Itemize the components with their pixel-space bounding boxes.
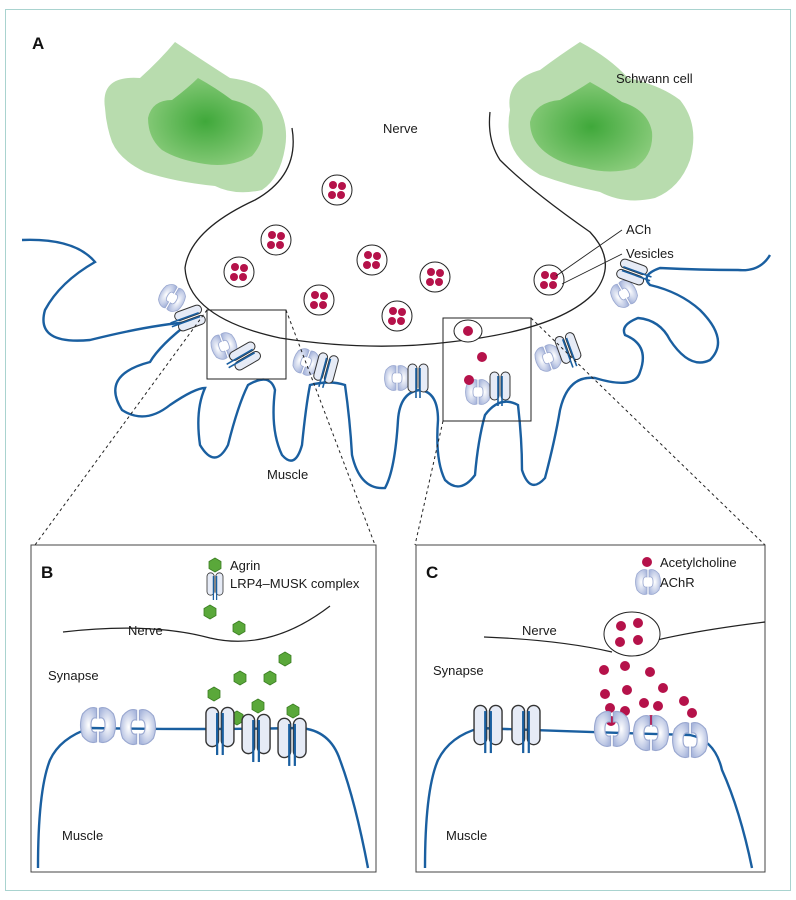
- label-vesicles: Vesicles: [626, 246, 674, 261]
- achr-receptor: [384, 365, 410, 391]
- muscle-membrane-b: [36, 726, 370, 869]
- label-synapse-c: Synapse: [433, 663, 484, 678]
- ach-dot: [463, 326, 473, 336]
- muscle-membrane: [21, 238, 772, 490]
- vesicle: [533, 264, 565, 296]
- legend-achr: AChR: [660, 575, 695, 590]
- label-muscle: Muscle: [267, 467, 308, 482]
- acetylcholine-dot-icon: [642, 557, 652, 567]
- ach-dot: [633, 618, 643, 628]
- ach-dot: [464, 375, 474, 385]
- achr-receptor: [119, 708, 157, 746]
- panel-c-frame: [415, 544, 766, 873]
- vesicle: [321, 174, 353, 206]
- vesicle: [381, 300, 413, 332]
- ach-dot: [645, 667, 655, 677]
- label-nerve: Nerve: [383, 121, 418, 136]
- lrp4-musk-complex: [221, 339, 263, 376]
- vesicle: [303, 284, 335, 316]
- nerve-membrane-c-left: [483, 636, 613, 653]
- panel-c-letter: C: [426, 563, 438, 582]
- panel-b-letter: B: [41, 563, 53, 582]
- agrin: [232, 620, 246, 636]
- agrin: [286, 703, 300, 719]
- panel-a-letter: A: [32, 34, 44, 53]
- zoom-line: [34, 309, 208, 546]
- label-schwann-cell: Schwann cell: [616, 71, 693, 86]
- schwann-cell-right-nucleus: [530, 82, 653, 172]
- ach-dot: [687, 708, 697, 718]
- ach-dot: [616, 621, 626, 631]
- achr-receptor: [79, 706, 117, 744]
- muscle-membrane-c: [423, 726, 754, 869]
- ach-leader-line: [555, 229, 623, 277]
- lrp4-musk-complex: [240, 713, 272, 764]
- lrp4-musk-complex-icon: [206, 572, 224, 601]
- label-synapse-b: Synapse: [48, 668, 99, 683]
- vesicles-leader-line: [561, 253, 623, 285]
- nerve-membrane-c-right: [656, 621, 766, 641]
- label-nerve-c: Nerve: [522, 623, 557, 638]
- achr-receptor-icon: [635, 569, 661, 595]
- ach-dot: [600, 689, 610, 699]
- ach-dot: [679, 696, 689, 706]
- ach-dot: [477, 352, 487, 362]
- schwann-cell-left-nucleus: [148, 78, 263, 165]
- vesicle: [260, 224, 292, 256]
- zoom-line: [530, 317, 766, 546]
- nerve-membrane-b: [62, 605, 331, 642]
- legend-lrp4-musk: LRP4–MUSK complex: [230, 576, 360, 591]
- ach-dot: [653, 701, 663, 711]
- ach-dot: [615, 637, 625, 647]
- label-muscle-b: Muscle: [62, 828, 103, 843]
- legend-acetylcholine: Acetylcholine: [660, 555, 737, 570]
- label-nerve-b: Nerve: [128, 623, 163, 638]
- zoom-line: [414, 420, 444, 546]
- agrin: [263, 670, 277, 686]
- ach-dot: [620, 661, 630, 671]
- agrin: [251, 698, 265, 714]
- agrin-hexagon-icon: [208, 557, 222, 573]
- ach-dot: [599, 665, 609, 675]
- lrp4-musk-complex: [276, 717, 308, 768]
- nerve-terminal-outline: [184, 111, 607, 347]
- lrp4-musk-complex: [204, 706, 236, 757]
- legend-agrin: Agrin: [230, 558, 260, 573]
- agrin: [207, 686, 221, 702]
- figure-frame: [5, 9, 791, 891]
- agrin: [203, 604, 217, 620]
- ach-dot: [622, 685, 632, 695]
- achr-receptor: [671, 721, 709, 759]
- vesicle: [223, 256, 255, 288]
- panel-b-frame: [30, 544, 377, 873]
- ach-dot: [658, 683, 668, 693]
- agrin: [278, 651, 292, 667]
- ach-dot: [633, 635, 643, 645]
- label-ach: ACh: [626, 222, 651, 237]
- vesicle: [419, 261, 451, 293]
- ach-dot: [639, 698, 649, 708]
- zoom-box-c: [442, 317, 532, 422]
- fusing-vesicle-c: [603, 611, 661, 657]
- agrin: [233, 670, 247, 686]
- label-muscle-c: Muscle: [446, 828, 487, 843]
- zoom-box-b: [206, 309, 287, 380]
- vesicle: [356, 244, 388, 276]
